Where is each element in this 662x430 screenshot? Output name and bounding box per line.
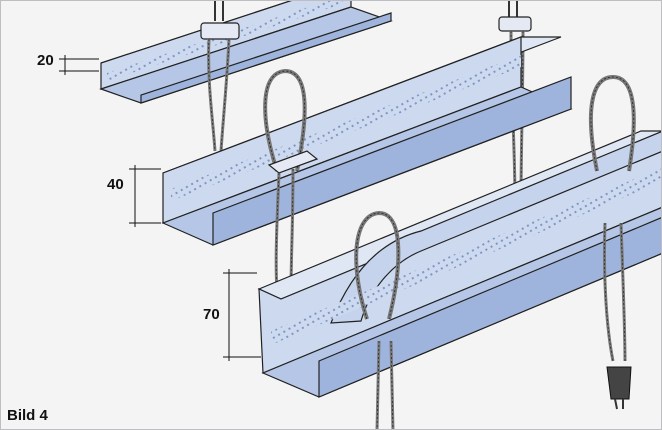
- hanger-large-right: [588, 74, 636, 410]
- profile-medium: [161, 36, 573, 246]
- dimension-line-large: [223, 269, 261, 361]
- hanger-large-left: [354, 210, 401, 429]
- profile-large: [257, 130, 661, 398]
- hanger-medium: [263, 68, 319, 292]
- clamp-icon: [267, 150, 319, 174]
- dimension-line-medium: [129, 165, 161, 227]
- figure-caption: Bild 4: [7, 407, 48, 424]
- clamp-icon: [498, 16, 532, 32]
- clamp-icon: [200, 22, 240, 40]
- dimension-label-medium: 40: [107, 176, 124, 193]
- dimension-label-large: 70: [203, 306, 220, 323]
- dimension-line-small: [59, 55, 99, 75]
- hanger-small-left: [200, 1, 240, 152]
- wire-end-sleeve-icon: [606, 366, 632, 410]
- dimension-label-small: 20: [37, 52, 54, 69]
- profile-small: [99, 1, 393, 104]
